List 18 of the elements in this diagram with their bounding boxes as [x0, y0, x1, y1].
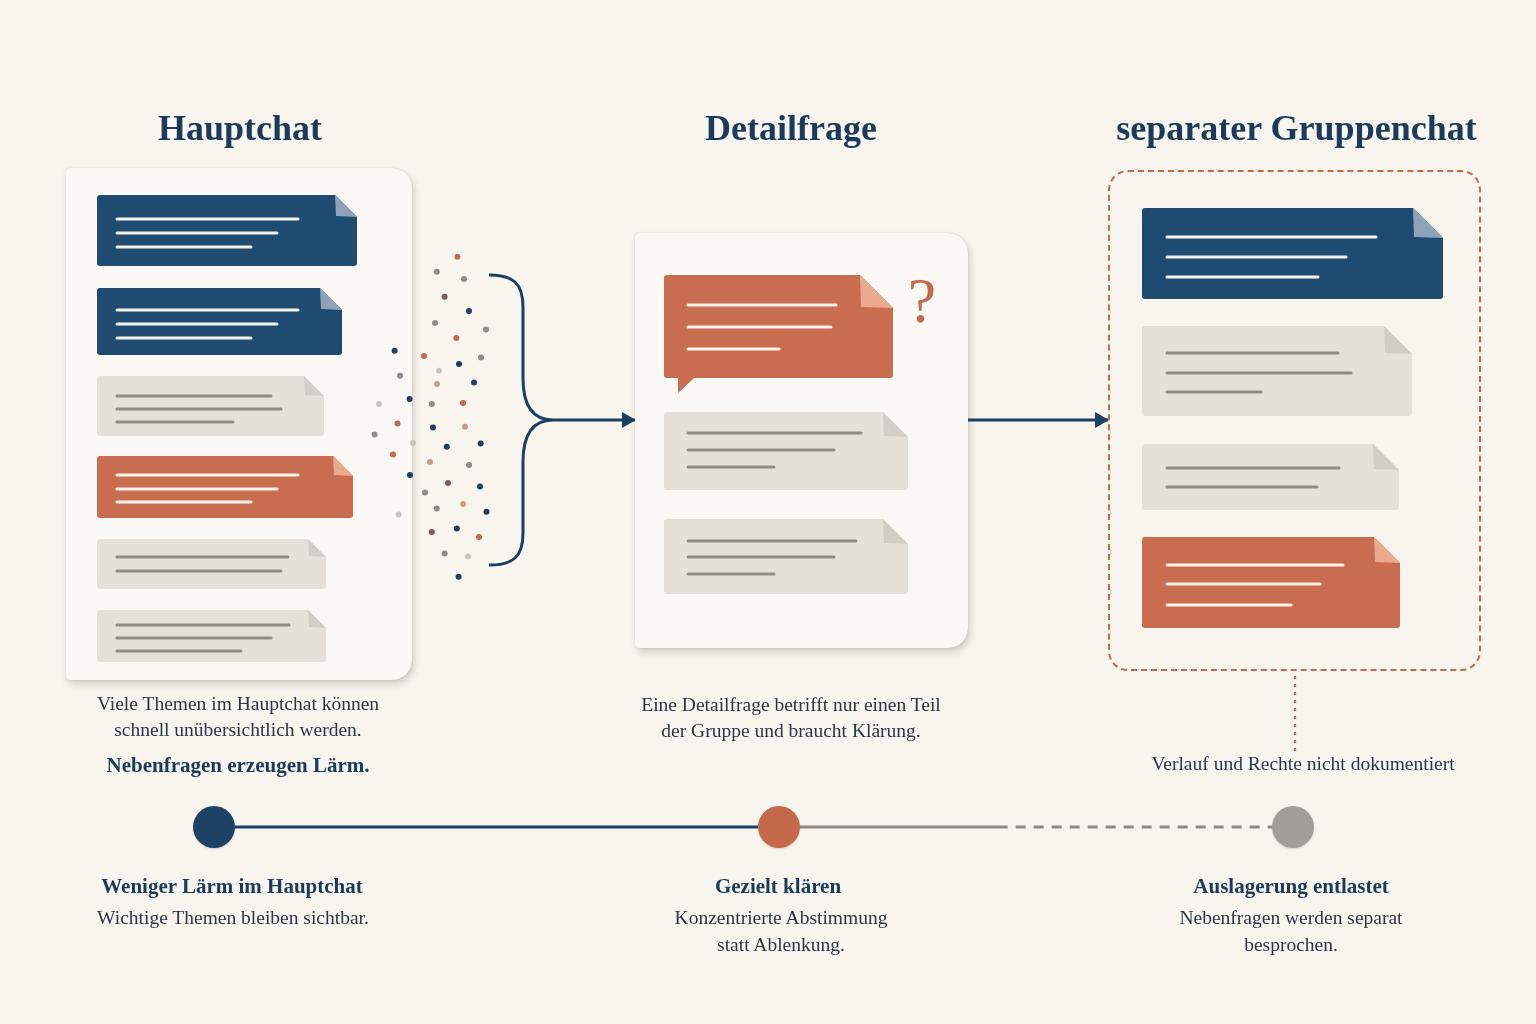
step-description: Nebenfragen werden separat besprochen.: [1178, 906, 1404, 957]
flow-arrow: [968, 412, 1109, 428]
step-title: Gezielt klären: [713, 873, 843, 900]
step-title: Auslagerung entlastet: [1192, 873, 1390, 900]
question-mark: ?: [906, 266, 938, 336]
annotation-text: Verlauf und Rechte nicht dokumentiert: [1150, 751, 1456, 777]
timeline-line: [235, 825, 758, 829]
step-description: Konzentrierte Abstimmung statt Ablenkung.: [673, 906, 889, 957]
panel-caption: Nebenfragen erzeugen Lärm.: [105, 752, 371, 779]
panel-caption: Eine Detailfrage betrifft nur einen Teil der Gruppe und braucht Klärung.: [640, 693, 942, 743]
step-title: Weniger Lärm im Hauptchat: [100, 873, 364, 900]
step-description: Wichtige Themen bleiben sichtbar.: [96, 906, 370, 930]
panel-title: Detailfrage: [704, 107, 878, 150]
bracket-arrow: [487, 273, 637, 567]
panel-caption: Viele Themen im Hauptchat können schnell unübersichtlich werden.: [95, 692, 381, 742]
panel-title: Hauptchat: [157, 107, 323, 150]
panel-title: separater Gruppenchat: [1115, 106, 1478, 150]
timeline-line: [800, 825, 1272, 829]
